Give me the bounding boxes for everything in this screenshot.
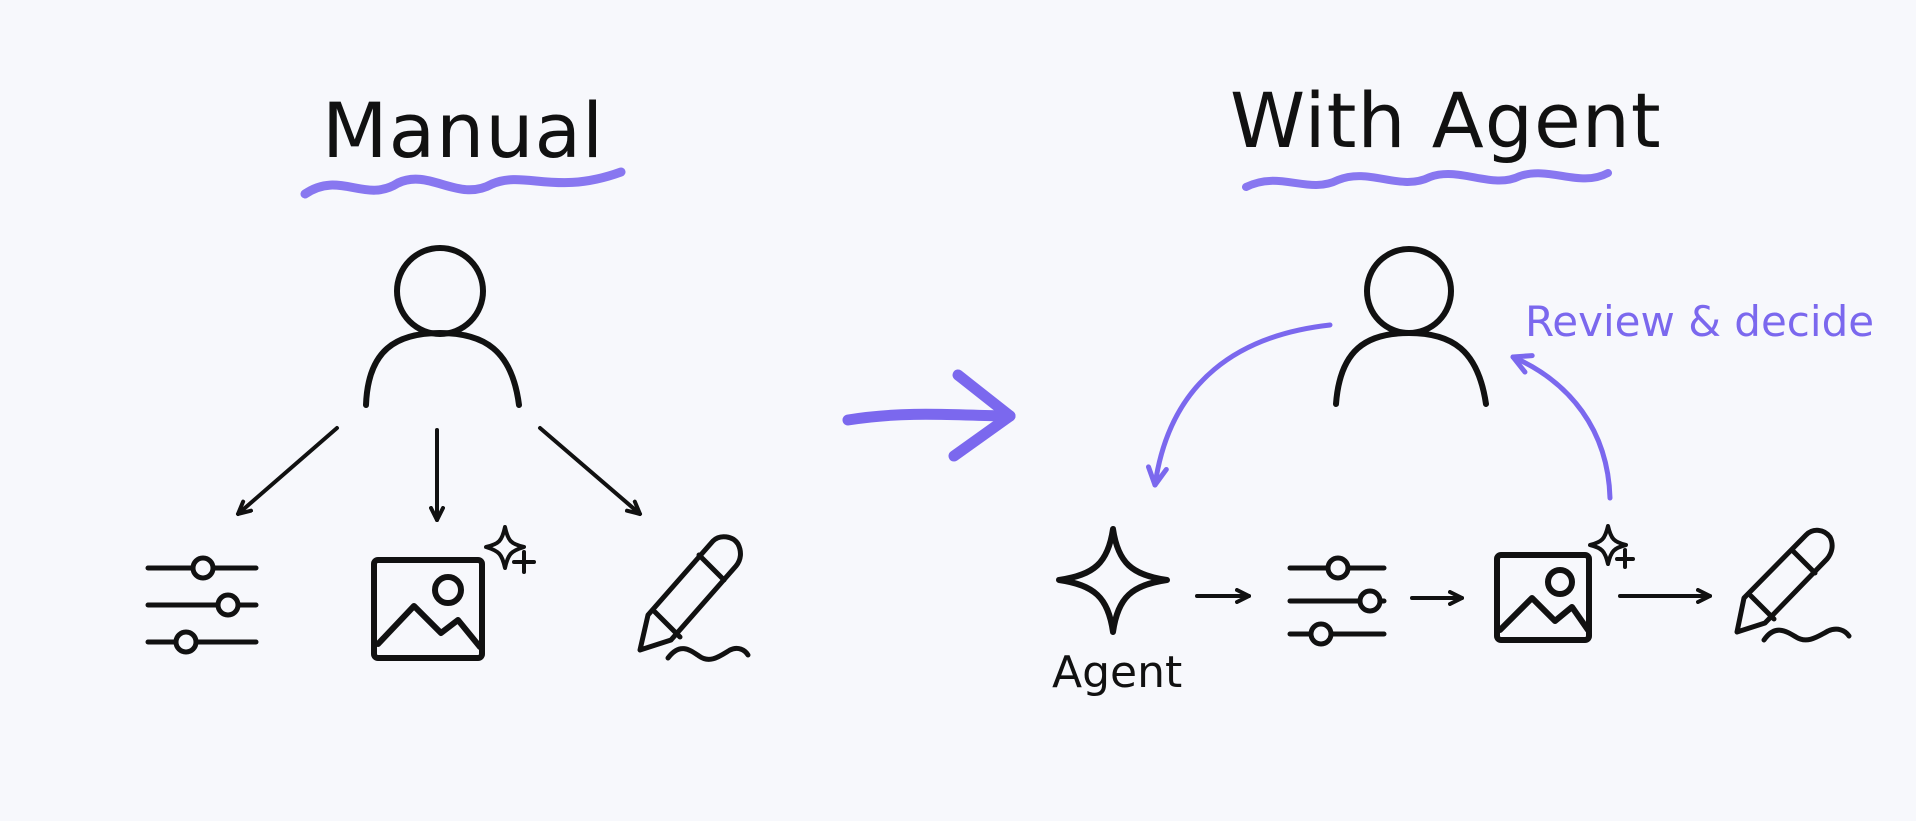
review-label: Review & decide [1525, 297, 1874, 346]
transition-arrow [842, 369, 1016, 462]
agent-title: With Agent [1230, 76, 1662, 165]
manual-sparkle-icon [484, 525, 536, 574]
manual-arrows [236, 426, 642, 522]
agent-title-underline [1242, 169, 1612, 191]
manual-image-icon [371, 557, 485, 661]
agent-sparkle-icon [1056, 526, 1170, 635]
agent-sliders-icon [1287, 555, 1387, 647]
agent-flow-arrows [1195, 588, 1712, 606]
agent-pencil-icon [1734, 527, 1852, 643]
agent-image-icon [1494, 552, 1592, 643]
agent-image-sparkle-icon [1588, 524, 1635, 569]
manual-pencil-icon [637, 534, 751, 662]
agent-label: Agent [1052, 647, 1182, 698]
manual-title: Manual [322, 86, 604, 175]
manual-sliders-icon [145, 555, 259, 655]
manual-person-icon [363, 245, 522, 408]
agent-person-icon [1333, 246, 1489, 407]
person-to-agent-arrow [1146, 322, 1333, 488]
agent-feedback-arrows [1146, 322, 1613, 501]
manual-arrow-to-sliders [236, 426, 339, 516]
review-to-person-arrow [1510, 353, 1613, 501]
manual-title-underline [300, 167, 626, 199]
manual-arrow-to-pencil [538, 426, 642, 516]
